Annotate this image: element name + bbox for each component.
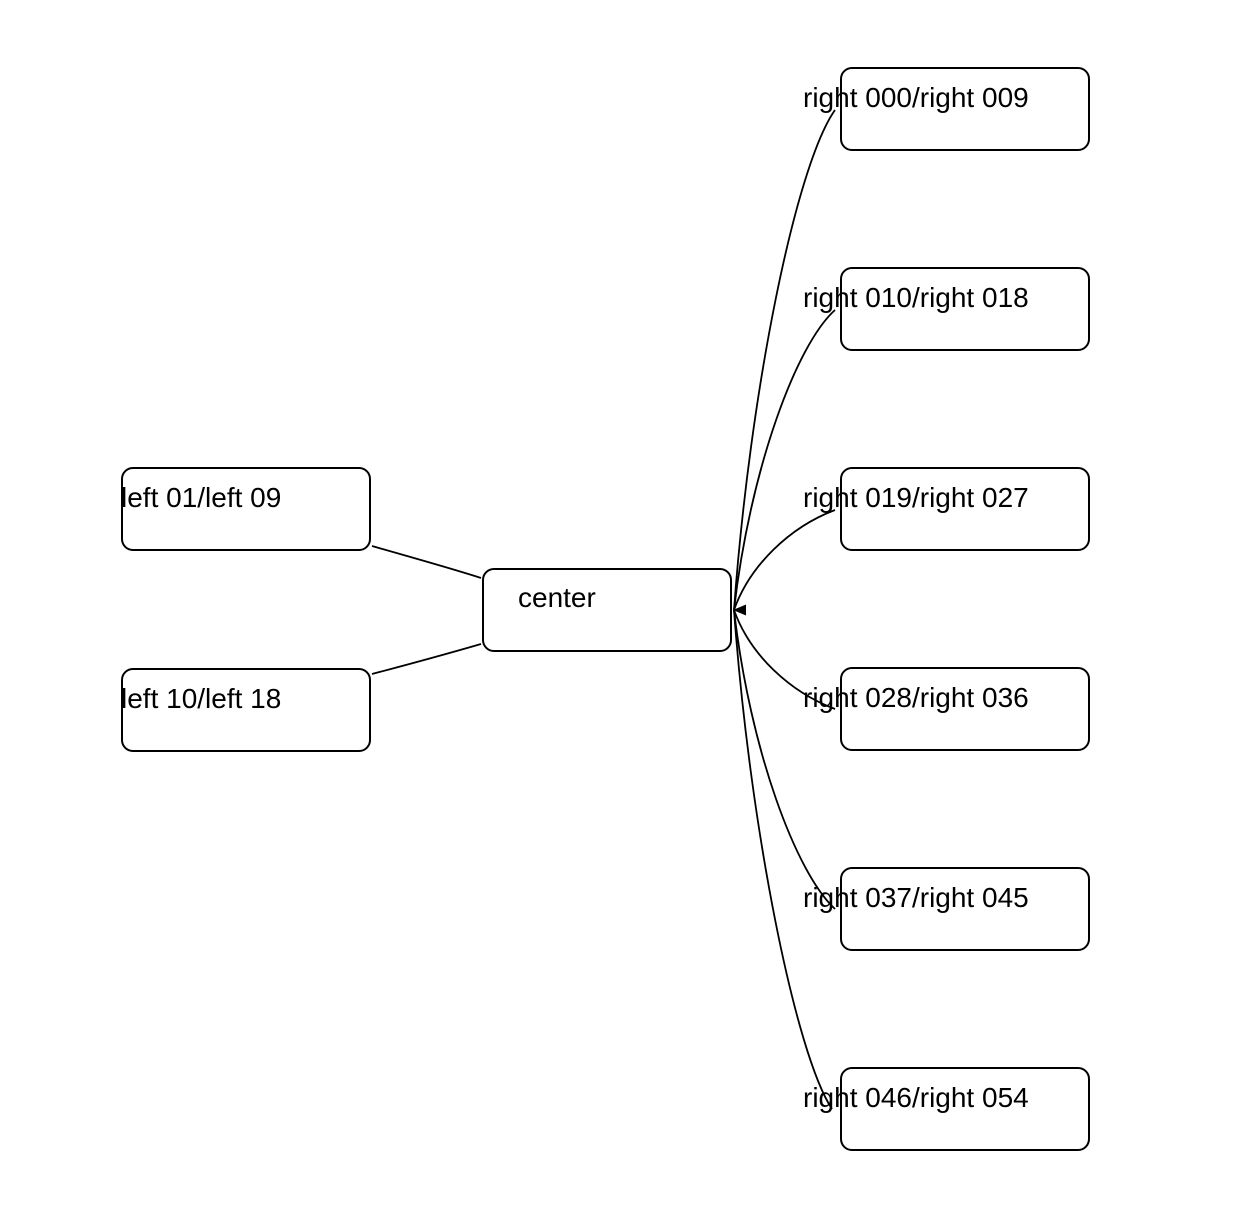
node-right-028-036[interactable] [840, 667, 1090, 751]
node-label-left-01-09[interactable]: left 01/left 09 [121, 482, 282, 513]
node-right-037-045[interactable] [840, 867, 1090, 951]
node-label-right-046-054[interactable]: right 046/right 054 [803, 1082, 1029, 1113]
edge-center-to-right-000-009 [733, 109, 836, 611]
node-label-right-019-027[interactable]: right 019/right 027 [803, 482, 1029, 513]
node-label-right-037-045[interactable]: right 037/right 045 [803, 882, 1029, 913]
edge-center-to-right-028-036 [733, 609, 836, 710]
node-right-010-018[interactable] [840, 267, 1090, 351]
edge-center-to-right-037-045 [733, 609, 836, 910]
node-label-left-10-18[interactable]: left 10/left 18 [121, 683, 282, 714]
node-label-right-010-018[interactable]: right 010/right 018 [803, 282, 1029, 313]
node-label-center[interactable]: center [518, 582, 596, 613]
edge-center-to-right-010-018 [733, 309, 836, 611]
edge-left-01-09-to-center [371, 545, 482, 579]
edge-left-10-18-to-center [371, 643, 482, 675]
edge-center-to-right-046-054 [733, 609, 833, 1110]
node-label-right-000-009[interactable]: right 000/right 009 [803, 82, 1029, 113]
node-center[interactable] [482, 568, 732, 652]
edge-center-to-right-019-027 [733, 509, 836, 611]
node-label-right-028-036[interactable]: right 028/right 036 [803, 682, 1029, 713]
node-right-046-054[interactable] [840, 1067, 1090, 1151]
node-left-10-18[interactable] [121, 668, 371, 752]
edge-arrowhead-icon [733, 604, 746, 616]
node-left-01-09[interactable] [121, 467, 371, 551]
node-right-000-009[interactable] [840, 67, 1090, 151]
node-right-019-027[interactable] [840, 467, 1090, 551]
